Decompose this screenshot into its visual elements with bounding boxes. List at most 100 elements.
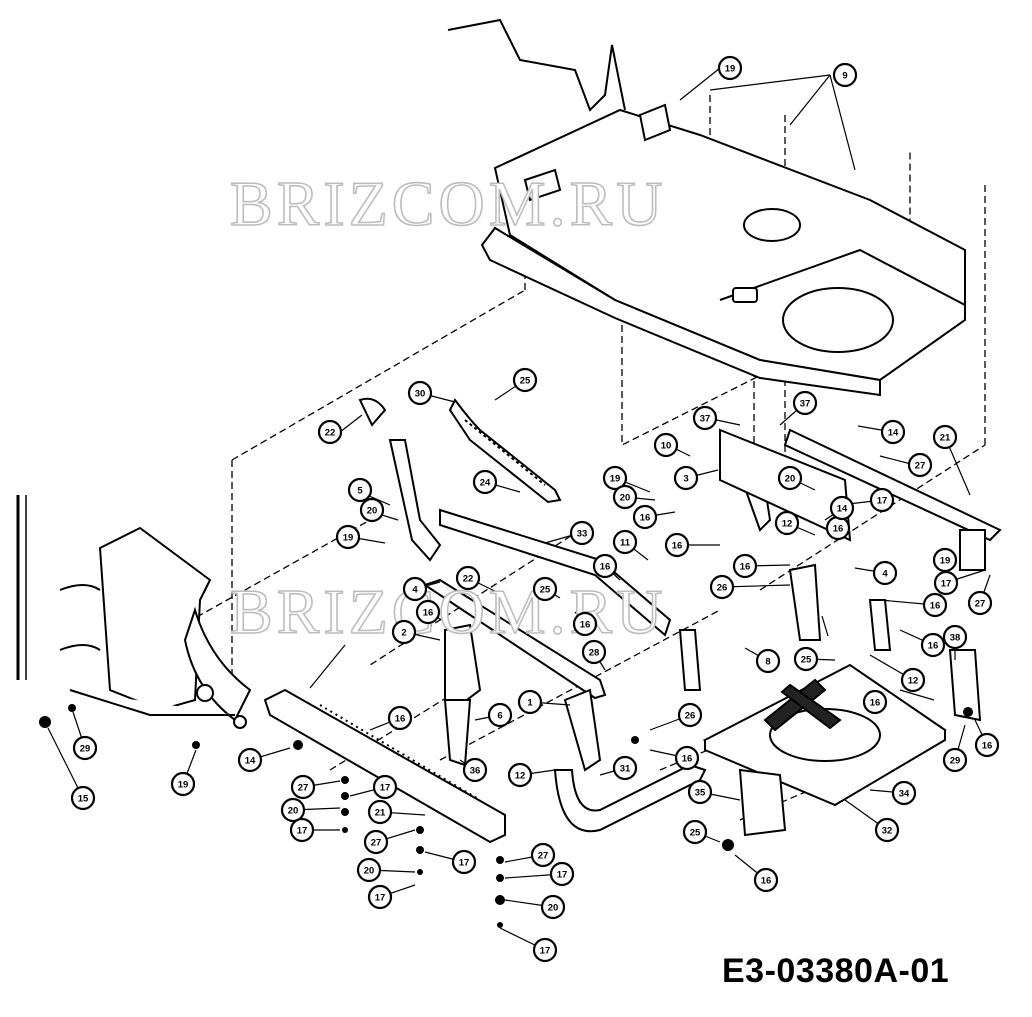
callout-bubble: 20: [777, 465, 803, 491]
callout-bubble: 1: [517, 689, 543, 715]
callout-bubble: 29: [72, 735, 98, 761]
callout-number: 34: [899, 789, 910, 800]
callout-circle: [581, 639, 607, 665]
callout-circle: [612, 755, 638, 781]
callout-circle: [356, 857, 382, 883]
callout-number: 17: [877, 496, 888, 507]
callout-circle: [682, 819, 708, 845]
callout-number: 27: [298, 783, 309, 794]
callout-bubble: 17: [933, 570, 959, 596]
callout-circle: [774, 510, 800, 536]
callout-number: 37: [700, 414, 711, 425]
dash-panel-assembly: [447, 18, 966, 397]
callout-circle: [402, 576, 428, 602]
callout-circle: [372, 774, 398, 800]
callout-number: 27: [371, 838, 382, 849]
callout-number: 32: [882, 826, 893, 837]
callout-bubble: 27: [290, 774, 316, 800]
callout-number: 30: [415, 389, 426, 400]
callout-circle: [922, 592, 948, 618]
callout-number: 21: [375, 808, 386, 819]
callout-bubble: 14: [880, 419, 906, 445]
callout-bubble: 12: [774, 510, 800, 536]
callout-bubble: 19: [602, 465, 628, 491]
callout-bubble: 4: [872, 560, 898, 586]
callout-number: 26: [685, 711, 696, 722]
callout-circle: [407, 380, 433, 406]
callout-circle: [829, 495, 855, 521]
callout-number: 27: [915, 461, 926, 472]
callout-bubble: 26: [709, 574, 735, 600]
callout-circle: [517, 689, 543, 715]
callout-number: 17: [941, 579, 952, 590]
callout-number: 37: [800, 399, 811, 410]
callout-circle: [612, 484, 638, 510]
callout-number: 9: [842, 71, 847, 82]
callout-bubble: 14: [237, 747, 263, 773]
callout-bubble: 10: [653, 432, 679, 458]
callout-circle: [367, 884, 393, 910]
callout-bubble: 16: [825, 515, 851, 541]
callout-number: 19: [940, 556, 951, 567]
callout-number: 28: [589, 648, 600, 659]
callout-bubble: 26: [677, 702, 703, 728]
callout-bubble: 36: [462, 757, 488, 783]
callout-number: 25: [801, 655, 812, 666]
callout-circle: [612, 529, 638, 555]
callout-circle: [874, 817, 900, 843]
callout-bubble: 17: [869, 487, 895, 513]
callout-circle: [359, 497, 385, 523]
callout-circle: [487, 702, 513, 728]
callout-bubble: 20: [612, 484, 638, 510]
callout-number: 17: [459, 858, 470, 869]
callout-circle: [709, 574, 735, 600]
callout-bubble: 4: [402, 576, 428, 602]
callout-bubble: 27: [907, 452, 933, 478]
callout-number: 14: [245, 756, 256, 767]
callout-number: 16: [870, 698, 881, 709]
callout-number: 20: [548, 903, 559, 914]
callout-bubble: 17: [372, 774, 398, 800]
callout-circle: [942, 624, 968, 650]
callout-number: 31: [620, 764, 631, 775]
callout-number: 29: [950, 756, 961, 767]
callout-circle: [367, 799, 393, 825]
callout-number: 14: [888, 428, 899, 439]
callout-number: 19: [610, 474, 621, 485]
watermark-middle: BRIZCOM.RU: [230, 576, 667, 647]
callout-number: 10: [661, 441, 672, 452]
drawing-code: E3-03380A-01: [722, 952, 950, 990]
callout-circle: [532, 576, 558, 602]
callout-bubble: 24: [472, 469, 498, 495]
callout-bubble: 22: [455, 565, 481, 591]
callout-number: 17: [297, 826, 308, 837]
callout-circle: [170, 771, 196, 797]
callout-circle: [280, 797, 306, 823]
callout-number: 20: [367, 506, 378, 517]
callout-bubble: 8: [755, 648, 781, 674]
callout-number: 19: [725, 64, 736, 75]
callout-circle: [907, 452, 933, 478]
callout-bubble: 33: [569, 520, 595, 546]
callout-circle: [967, 590, 993, 616]
callout-bubble: 16: [862, 689, 888, 715]
callout-bubble: 16: [922, 592, 948, 618]
callout-circle: [512, 367, 538, 393]
callout-bubble: 6: [487, 702, 513, 728]
callout-bubble: 21: [367, 799, 393, 825]
callout-bubble: 16: [664, 532, 690, 558]
callout-bubble: 9: [832, 62, 858, 88]
callout-number: 5: [357, 486, 363, 497]
callout-circle: [70, 785, 96, 811]
callout-circle: [832, 62, 858, 88]
callout-bubble: 19: [717, 55, 743, 81]
callout-number: 16: [423, 608, 434, 619]
callout-number: 17: [557, 870, 568, 881]
callout-circle: [755, 648, 781, 674]
callout-bubble: 11: [612, 529, 638, 555]
callout-bubble: 16: [415, 599, 441, 625]
callout-bubble: 22: [317, 419, 343, 445]
callout-number: 33: [577, 529, 588, 540]
callout-circle: [677, 702, 703, 728]
callout-number: 16: [600, 562, 611, 573]
